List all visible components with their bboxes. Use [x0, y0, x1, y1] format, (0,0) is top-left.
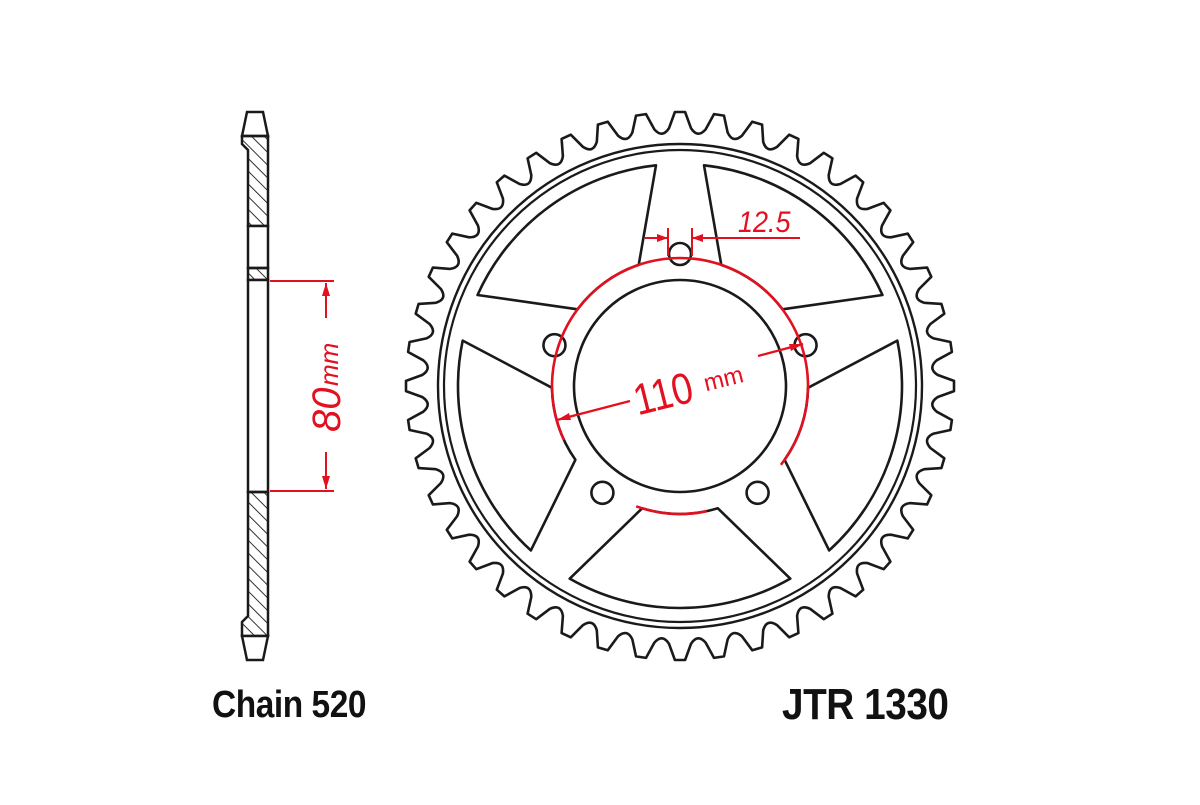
front-view — [404, 110, 956, 662]
center-bore — [572, 278, 788, 494]
sprocket-teeth-outline — [404, 110, 956, 662]
side-hatch-lower — [240, 490, 270, 638]
bore-dimension-value: 80 — [305, 388, 349, 433]
root-ring-outer — [436, 142, 924, 630]
pcd-dimension — [556, 342, 804, 422]
lightening-window — [568, 506, 792, 610]
lightening-window — [783, 339, 904, 552]
bolt-hole — [745, 480, 770, 506]
bore-dimension-unit: mm — [314, 343, 344, 386]
bolt-holes — [542, 241, 818, 506]
bolt-hole — [667, 241, 693, 267]
side-view — [240, 110, 334, 662]
bolt-hole — [590, 480, 615, 506]
side-tooth-top — [240, 110, 270, 138]
bore-dimension — [270, 280, 334, 492]
lightening-window — [476, 164, 658, 311]
root-ring-inner — [442, 148, 918, 624]
bolt-hole-dimension — [645, 228, 800, 256]
pcd-dimension-unit: mm — [701, 361, 746, 397]
side-bolt-hole — [246, 224, 270, 270]
side-hatch-small — [246, 266, 270, 282]
bolt-hole-dimension-text: 12.5 — [738, 206, 791, 240]
pcd-dimension-value: 110 — [628, 362, 698, 425]
chain-size-label: Chain 520 — [212, 684, 367, 726]
side-hatch-upper — [240, 134, 270, 228]
side-bore — [246, 278, 270, 494]
pcd-circle — [550, 256, 810, 516]
lightening-window — [456, 339, 577, 552]
part-number-label: JTR 1330 — [782, 680, 949, 729]
side-tooth-bottom — [240, 634, 270, 662]
